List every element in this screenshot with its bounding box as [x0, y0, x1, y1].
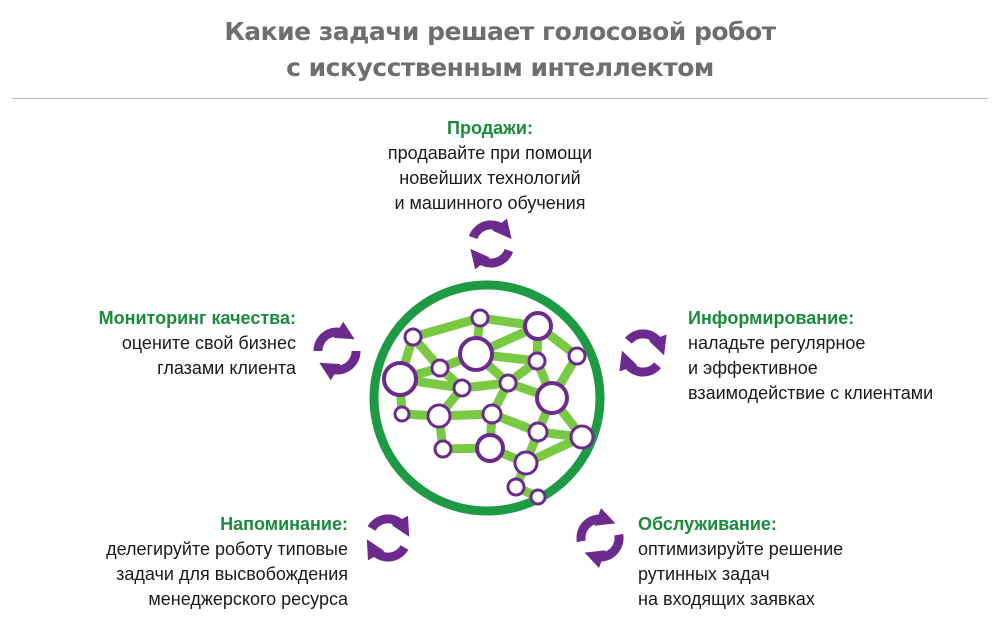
task-reminder: Напоминание: делегируйте роботу типовые …	[30, 512, 348, 612]
page-title: Какие задачи решает голосовой робот с ис…	[0, 14, 1000, 86]
cycle-arrow	[319, 350, 361, 381]
cycle-arrow	[624, 329, 667, 356]
task-quality-line: оцените свой бизнес	[121, 333, 296, 353]
network-node	[569, 424, 595, 450]
refresh-cycle-icon	[576, 507, 624, 569]
network-node	[481, 403, 503, 425]
task-quality-heading: Мониторинг качества:	[98, 308, 296, 328]
cycle-arrow	[584, 533, 624, 569]
network-node	[523, 311, 553, 341]
network-node	[527, 421, 549, 443]
cycle-arrow	[576, 507, 616, 543]
title-line-1: Какие задачи решает голосовой робот	[224, 17, 776, 46]
network-node	[498, 373, 518, 393]
task-sales: Продажи: продавайте при помощи новейших …	[345, 116, 635, 216]
network-node	[430, 358, 450, 378]
refresh-cycle-icon	[366, 514, 410, 562]
network-node	[452, 378, 472, 398]
task-info: Информирование: наладьте регулярное и эф…	[688, 306, 988, 406]
network-node	[475, 433, 505, 463]
title-line-2: с искусственным интеллектом	[286, 53, 714, 82]
task-info-line: наладьте регулярное	[688, 333, 866, 353]
task-service-line: оптимизируйте решение	[638, 539, 844, 559]
cycle-arrow	[468, 218, 512, 240]
network-node	[382, 361, 418, 397]
network-node	[393, 405, 411, 423]
task-service: Обслуживание: оптимизируйте решение рути…	[638, 512, 938, 612]
task-service-line: на входящих заявках	[638, 589, 815, 609]
refresh-cycle-icon	[313, 321, 361, 381]
task-info-line: взаимодействие с клиентами	[688, 383, 934, 403]
task-reminder-heading: Напоминание:	[220, 514, 348, 534]
network-node	[433, 439, 453, 459]
network-node	[470, 308, 490, 328]
task-sales-line: продавайте при помощи	[387, 143, 593, 163]
network-node	[513, 450, 539, 476]
cycle-icons	[313, 218, 667, 569]
network-node	[506, 477, 526, 497]
cycle-arrow	[367, 514, 410, 537]
title-divider	[12, 98, 988, 99]
network-link	[408, 313, 485, 342]
task-sales-line: новейших технологий	[399, 168, 581, 188]
network-node	[529, 488, 547, 506]
central-ring	[369, 280, 605, 516]
network-node	[535, 381, 569, 415]
cycle-arrow	[470, 248, 514, 270]
cycle-arrow	[366, 539, 409, 562]
network-node	[458, 336, 494, 372]
task-reminder-line: менеджерского ресурса	[148, 589, 348, 609]
task-sales-line: и машинного обучения	[394, 193, 586, 213]
network-node	[426, 403, 452, 429]
cycle-arrow	[313, 321, 355, 352]
refresh-cycle-icon	[468, 218, 514, 270]
task-reminder-line: задачи для высвобождения	[116, 564, 348, 584]
neural-network-brain-icon	[369, 280, 605, 516]
task-quality-line: глазами клиента	[157, 358, 296, 378]
task-sales-heading: Продажи:	[447, 118, 533, 138]
network-node	[403, 327, 423, 347]
network-node	[567, 346, 587, 366]
network-nodes	[382, 308, 595, 506]
task-quality: Мониторинг качества: оцените свой бизнес…	[20, 306, 296, 381]
task-info-line: и эффективное	[688, 358, 818, 378]
cycle-arrow	[619, 350, 662, 377]
task-service-heading: Обслуживание:	[638, 514, 777, 534]
refresh-cycle-icon	[619, 329, 667, 377]
network-node	[527, 351, 547, 371]
task-service-line: рутинных задач	[638, 564, 770, 584]
task-reminder-line: делегируйте роботу типовые	[106, 539, 348, 559]
task-info-heading: Информирование:	[688, 308, 855, 328]
